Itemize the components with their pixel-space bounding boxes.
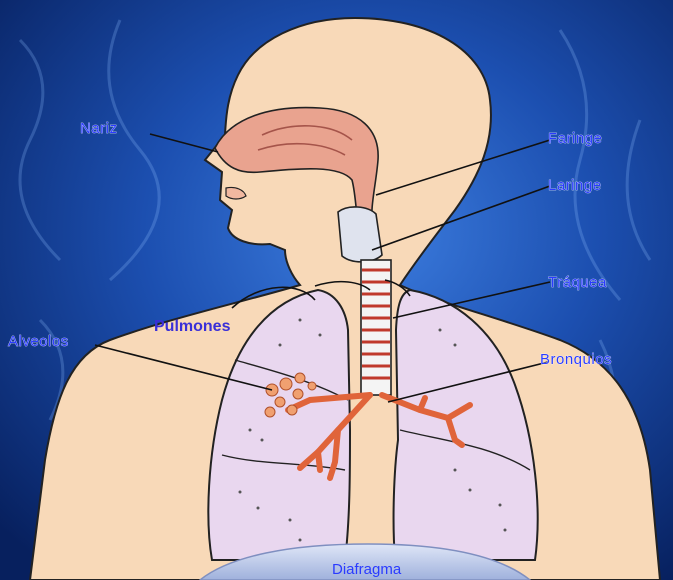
larynx (338, 207, 382, 262)
label-diafragma: Diafragma (332, 561, 402, 578)
label-laringe: Laringe (548, 177, 602, 194)
label-pulmones: Pulmones (154, 318, 231, 335)
label-faringe: Faringe (548, 130, 602, 147)
label-nariz: Nariz (80, 120, 118, 137)
label-bronquios: Bronquios (540, 351, 612, 368)
label-traquea: Tráquea (548, 274, 607, 291)
label-alveolos: Alveolos (8, 333, 69, 350)
